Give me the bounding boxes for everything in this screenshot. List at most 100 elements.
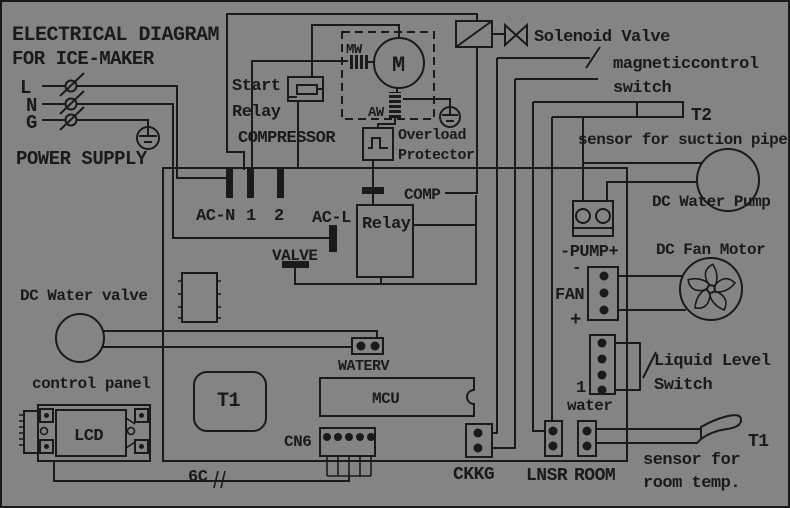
lnsr-connector [544, 420, 563, 457]
ckkg-label: CKKG [453, 465, 494, 485]
start-relay-label-line1: Start [232, 77, 281, 96]
wire-drop-lnsr1 [532, 102, 545, 432]
lcd-screen [55, 409, 127, 457]
relay-box-label: Relay [362, 215, 411, 234]
terminal-valve [282, 261, 309, 268]
wire-ground-motor [403, 98, 451, 107]
power-line-g-label: G [26, 112, 37, 134]
room-connector [577, 420, 597, 457]
terminal-1 [247, 169, 254, 198]
room-label: ROOM [574, 466, 615, 486]
compressor-label: COMPRESSOR [238, 129, 336, 148]
liquid-level-switch-blade [642, 351, 657, 379]
cn6-connector [319, 427, 376, 457]
start-relay-label-line2: Relay [232, 103, 281, 122]
t1-sensor-label: T1 [748, 432, 769, 452]
terminal-ac-l [329, 225, 337, 252]
terminal-ac-n [226, 169, 233, 198]
lcd-pin-header [23, 410, 39, 454]
t2-label: T2 [691, 106, 712, 126]
cn6-label: CN6 [284, 433, 311, 451]
liquid-level-label-line2: Switch [654, 376, 713, 395]
wire-6c-cable [53, 461, 350, 482]
water-level-num-label: 1 [576, 379, 586, 398]
fan-label: FAN [555, 286, 584, 305]
terminal-comp [362, 187, 384, 194]
lcd-label: LCD [74, 427, 103, 446]
dc-water-pump-icon [696, 148, 760, 212]
terminal-2-label: 2 [274, 207, 284, 226]
wire-pump-bottom [606, 181, 699, 201]
valve-terminal-label: VALVE [272, 247, 318, 265]
cn6-comb [326, 441, 372, 477]
pump-polarity-label: -PUMP+ [560, 243, 619, 262]
pcb-board-outline [162, 167, 628, 462]
power-line-n-label: N [26, 95, 37, 117]
solenoid-valve-component [455, 20, 528, 48]
main-winding-coil [348, 55, 368, 69]
wire-room-bottom [596, 438, 702, 444]
ground-symbol-compressor [439, 106, 461, 128]
terminal-1-label: 1 [246, 207, 256, 226]
power-line-l-label: L [20, 77, 31, 99]
wire-terminal1-mw [251, 60, 348, 169]
wire-drop-ckkg2 [492, 79, 516, 449]
t1-module-label: T1 [217, 390, 241, 413]
water-level-connector [589, 334, 616, 395]
water-level-label: water [567, 397, 613, 415]
motor-letter: M [392, 53, 405, 78]
overload-protector-component [362, 127, 394, 161]
lcd-module [19, 404, 151, 462]
start-relay-component [287, 76, 324, 102]
compressor-dashed-boundary [341, 31, 435, 120]
switch-l-blade [59, 72, 85, 97]
mcu-label: MCU [372, 390, 399, 408]
mw-winding-label: MW [346, 42, 363, 58]
relay-box [356, 204, 414, 278]
magnetic-switch-blade [585, 46, 601, 69]
ac-l-label: AC-L [312, 209, 351, 228]
wire-line-l [42, 85, 226, 179]
diagram-title-line1: ELECTRICAL DIAGRAM [12, 24, 220, 47]
wire-aw-overload [377, 118, 396, 128]
6c-cable-label: 6C [188, 468, 208, 487]
t2-sensor-body [636, 101, 684, 118]
liquid-level-label-line1: Liquid Level [654, 352, 771, 371]
ic-chip [178, 272, 221, 323]
wire-startrelay-top [311, 24, 400, 77]
wire-drop-ckkg1 [492, 58, 498, 434]
room-sensor-label-line1: sensor for [643, 451, 740, 470]
control-panel-label: control panel [32, 375, 150, 393]
wire-watervalve-1 [103, 330, 378, 338]
dc-water-pump-label: DC Water Pump [652, 193, 770, 211]
aw-winding-label: AW [368, 105, 385, 121]
ac-n-label: AC-N [196, 207, 235, 226]
motor-symbol [373, 37, 425, 89]
dc-water-valve-icon [55, 313, 105, 363]
wiring [42, 13, 702, 489]
switch-g-blade [59, 106, 85, 131]
solenoid-valve-label: Solenoid Valve [534, 28, 670, 47]
aux-winding-coil [389, 92, 401, 118]
wire-valve-run [294, 195, 477, 285]
wire-line-g [42, 119, 149, 127]
ground-symbol-power [136, 126, 160, 150]
comp-terminal-label: COMP [404, 186, 440, 204]
room-sensor-label-line2: room temp. [643, 474, 740, 493]
wire-liquid-level [615, 342, 641, 391]
dc-fan-motor-label: DC Fan Motor [656, 241, 765, 259]
diagram-title-line2: FOR ICE-MAKER [12, 48, 155, 70]
6c-cable-ticks [213, 470, 226, 489]
lnsr-label: LNSR [526, 466, 568, 486]
fan-connector [587, 266, 619, 321]
waterv-label: WATERV [338, 358, 390, 375]
compressor-box-outline [226, 13, 478, 194]
switch-n-blade [59, 90, 85, 115]
mcu-chip [319, 377, 475, 417]
valve-bowtie-icon [504, 22, 528, 48]
wire-line-n [42, 103, 329, 239]
dc-water-valve-label: DC Water valve [20, 287, 147, 305]
